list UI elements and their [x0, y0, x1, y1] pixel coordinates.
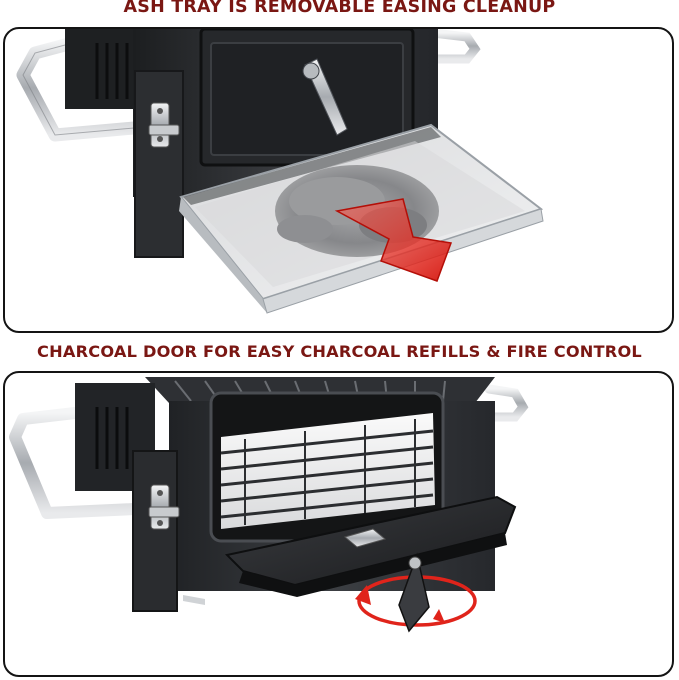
latch-rotation-arrow: [355, 552, 477, 633]
charcoal-door: [183, 495, 517, 605]
ash-tray-heading: ASH TRAY IS REMOVABLE EASING CLEANUP: [123, 0, 556, 17]
hinge: [148, 484, 180, 530]
side-handle: [16, 34, 152, 142]
side-handle: [9, 407, 141, 519]
charcoal-door-heading: CHARCOAL DOOR FOR EASY CHARCOAL REFILLS …: [37, 342, 642, 361]
charcoal-chamber: [220, 413, 435, 529]
grill-body: [65, 29, 438, 258]
charcoal-door-photo: [9, 377, 529, 633]
ash-tray-photo: [16, 29, 544, 314]
hinge: [148, 102, 180, 148]
side-handle-right: [428, 29, 481, 64]
side-handle-right: [484, 384, 529, 422]
charcoal-door-photo-panel: [3, 371, 674, 677]
red-arrow: [334, 198, 453, 282]
ash-tray-photo-panel: [3, 27, 674, 333]
